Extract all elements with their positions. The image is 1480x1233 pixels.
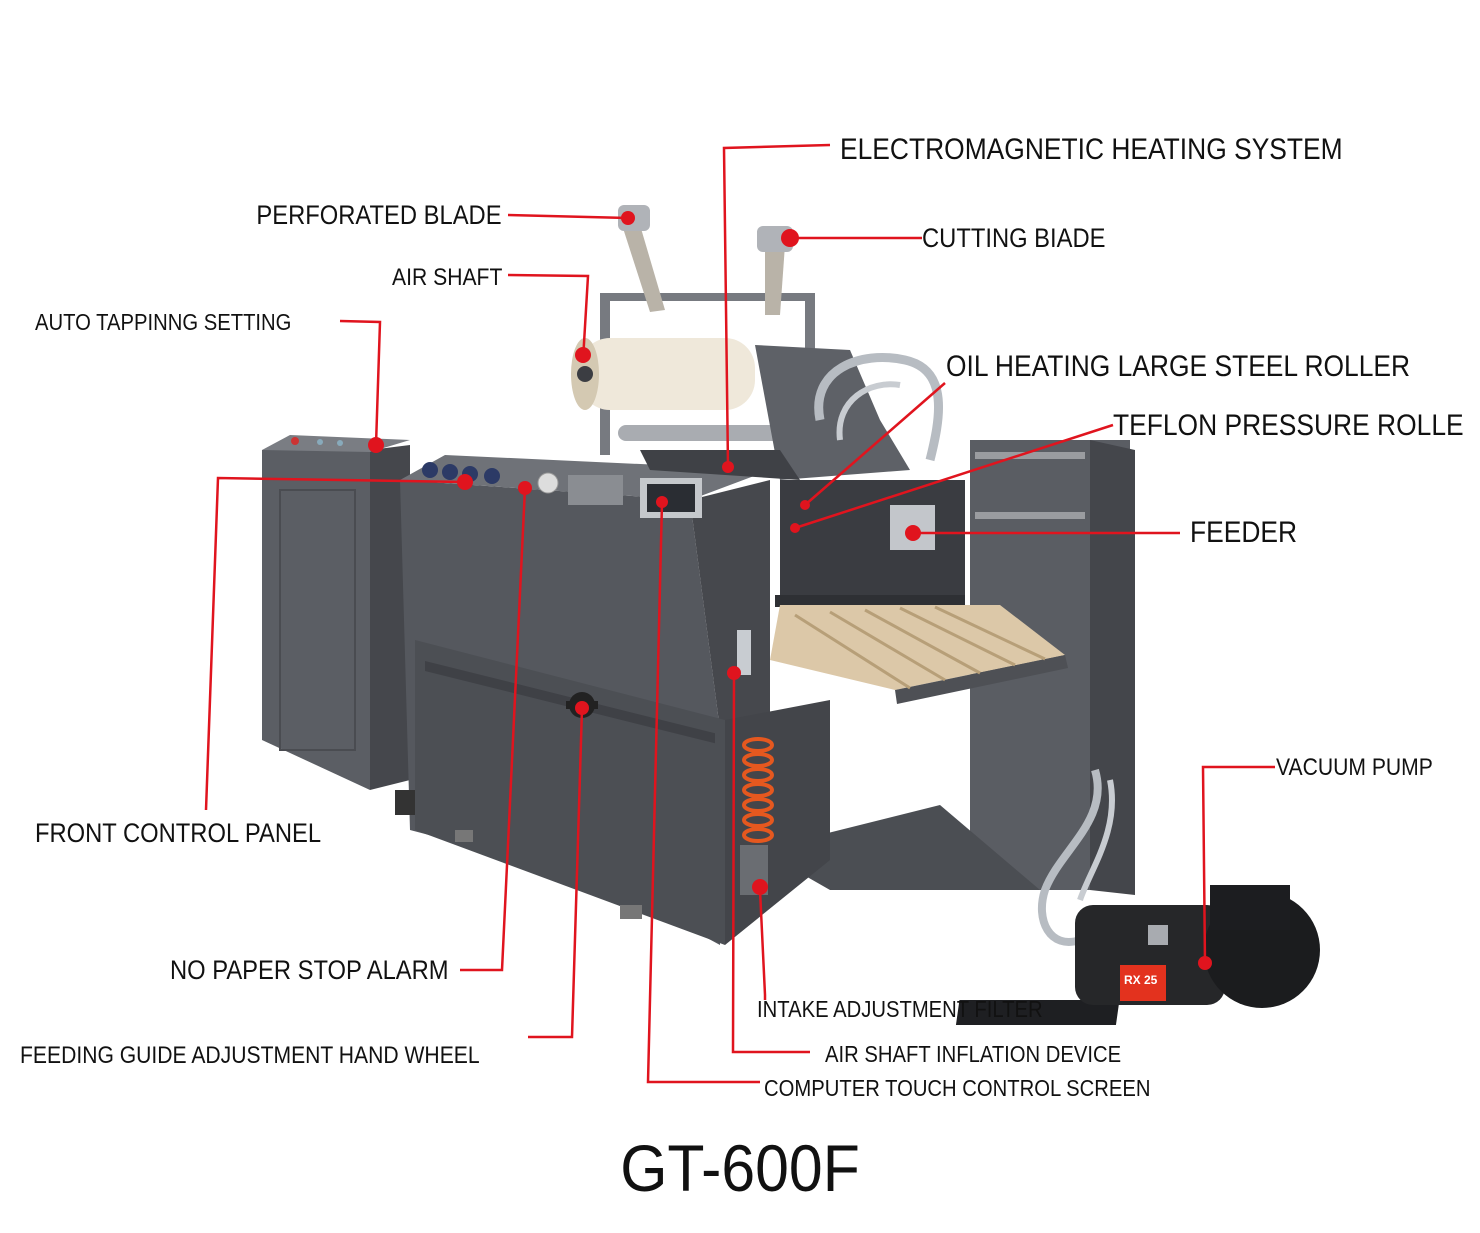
feeder-block <box>780 480 965 600</box>
pump-base <box>955 1000 1120 1025</box>
leader-feeding-guide <box>528 707 584 1039</box>
label-computer-touch-control-screen: COMPUTER TOUCH CONTROL SCREEN <box>764 1075 1151 1101</box>
leader-no-paper-stop-alarm <box>460 487 527 972</box>
marker-inflation <box>727 666 741 680</box>
marker-cutting-blade <box>781 229 799 247</box>
leader-vacuum-pump <box>1201 765 1275 964</box>
marker-oil-heating <box>800 500 810 510</box>
label-electromagnetic-heating-system: ELECTROMAGNETIC HEATING SYSTEM <box>840 133 1343 166</box>
marker-front-control-panel <box>457 474 473 490</box>
knob <box>442 464 458 480</box>
marker-intake-filter <box>752 879 768 895</box>
label-teflon-pressure-roller: TEFLON PRESSURE ROLLE <box>1113 409 1464 442</box>
marker-touch-screen <box>656 496 668 508</box>
left-cabinet-button <box>337 440 343 446</box>
leader-oil-heating <box>804 382 946 506</box>
pump-valve <box>1148 925 1168 945</box>
model-name: GT-600F <box>620 1131 860 1205</box>
blade-arm-left <box>622 225 665 312</box>
feeder-rail <box>775 595 965 607</box>
left-cabinet-button <box>317 439 323 445</box>
left-cabinet-side <box>370 445 410 790</box>
label-no-paper-stop-alarm: NO PAPER STOP ALARM <box>170 955 449 985</box>
leader-teflon <box>794 423 1114 530</box>
label-front-control-panel: FRONT CONTROL PANEL <box>35 818 322 848</box>
label-cutting-blade: CUTTING BIADE <box>922 223 1106 253</box>
label-air-shaft-inflation-device: AIR SHAFT INFLATION DEVICE <box>825 1041 1122 1067</box>
marker-no-paper-stop-alarm <box>518 481 532 495</box>
foot <box>455 830 473 842</box>
panel-plate <box>568 475 623 505</box>
pump-hose <box>1037 768 1102 946</box>
leader-front-control-panel <box>204 476 466 811</box>
label-intake-adjustment-filter: INTAKE ADJUSTMENT FILTER <box>757 996 1043 1022</box>
label-perforated-blade: PERFORATED BLADE <box>256 200 502 230</box>
left-cabinet-panel <box>279 489 356 751</box>
leader-auto-tapping <box>339 319 382 446</box>
label-feeding-guide-adjustment-hand-wheel: FEEDING GUIDE ADJUSTMENT HAND WHEEL <box>20 1042 480 1069</box>
label-vacuum-pump: VACUUM PUMP <box>1276 754 1433 781</box>
lower-roller <box>618 425 803 441</box>
blade-arm-right <box>765 245 785 315</box>
pump-badge <box>1120 965 1166 1001</box>
label-feeder: FEEDER <box>1190 516 1298 549</box>
pump-motor-box <box>1210 885 1290 930</box>
marker-vacuum-pump <box>1198 956 1212 970</box>
hose <box>836 381 901 441</box>
foot <box>620 905 642 919</box>
rear-rod-bottom <box>975 512 1085 519</box>
base-plate <box>760 805 1040 890</box>
marker-perforated-blade <box>621 211 635 225</box>
pump-hose <box>1077 779 1115 901</box>
right-lower-body <box>725 700 830 945</box>
leader-touch-screen <box>646 501 760 1084</box>
leader-inflation <box>731 672 810 1054</box>
pump-body <box>1075 905 1225 1005</box>
knob <box>484 468 500 484</box>
leader-perforated-blade <box>507 213 629 220</box>
feed-board-edge <box>895 655 1068 704</box>
marker-teflon <box>790 523 800 533</box>
marker-air-shaft <box>575 347 591 363</box>
leader-electromagnetic <box>722 143 831 468</box>
film-roll <box>580 338 755 410</box>
left-cabinet-front <box>262 450 370 790</box>
gauge <box>537 472 559 494</box>
knob <box>422 462 438 478</box>
label-auto-tapping-setting: AUTO TAPPINNG SETTING <box>35 309 292 335</box>
air-shaft-core <box>577 366 593 382</box>
heater-top <box>640 450 800 480</box>
rear-rod-top <box>975 452 1085 459</box>
marker-auto-tapping <box>368 437 384 453</box>
touch-screen-display <box>647 484 695 512</box>
marker-electromagnetic <box>722 461 734 473</box>
marker-feeder <box>905 525 921 541</box>
label-oil-heating-large-steel-roller: OIL HEATING LARGE STEEL ROLLER <box>946 350 1411 383</box>
inflation-valve <box>737 630 751 675</box>
left-cabinet-button <box>291 437 299 445</box>
foot <box>395 790 415 815</box>
label-air-shaft: AIR SHAFT <box>391 264 502 291</box>
leader-intake-filter <box>758 889 767 1000</box>
leader-air-shaft <box>507 273 590 361</box>
feed-board <box>770 605 1065 690</box>
pump-badge-text: RX 25 <box>1124 973 1158 987</box>
lower-cabinet <box>415 640 725 945</box>
rear-right-frame-side <box>1090 440 1135 895</box>
hose <box>814 353 944 462</box>
marker-feeding-guide <box>575 701 589 715</box>
film-frame-top-bar <box>600 293 815 301</box>
